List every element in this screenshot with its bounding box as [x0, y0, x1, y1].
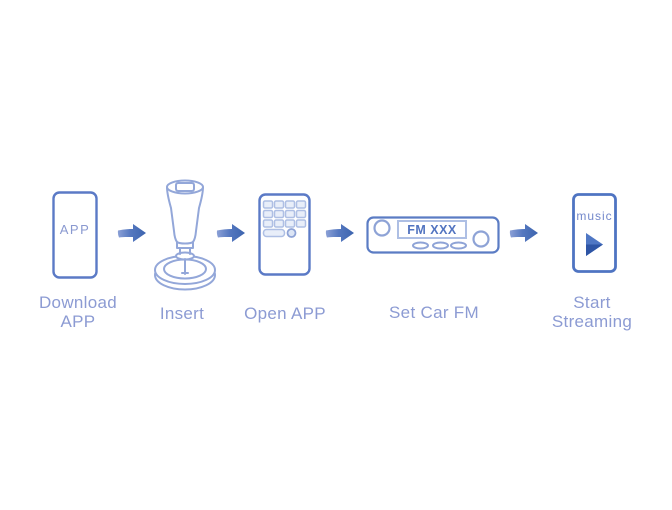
step-label-start-streaming: Start Streaming: [532, 293, 652, 331]
step-set-car-fm: FM XXX Set Car FM: [366, 216, 502, 331]
label-line-1: Open APP: [244, 304, 326, 323]
arrow-right-icon: [117, 222, 147, 244]
label-line-1: Download: [38, 293, 117, 312]
label-line-1: Set Car FM: [389, 303, 479, 322]
arrow-right-icon: [325, 222, 355, 244]
step-label-set-car-fm: Set Car FM: [366, 303, 502, 322]
phone-grid-icon: [258, 193, 311, 276]
phone-app-icon: APP: [52, 191, 98, 279]
car-charger-icon: [150, 175, 220, 297]
arrow-right-icon: [509, 222, 539, 244]
step-label-download-app: Download APP: [18, 293, 138, 331]
label-line-1: Insert: [159, 304, 205, 323]
label-line-2: APP: [60, 312, 96, 331]
step-open-app: Open APP: [225, 193, 345, 328]
phone-music-icon: music: [572, 193, 617, 273]
label-line-2: Streaming: [551, 312, 633, 331]
step-label-open-app: Open APP: [225, 304, 345, 323]
fm-display: FM XXX: [407, 222, 457, 237]
step-label-insert: Insert: [122, 304, 242, 323]
phone-screen-text: music: [576, 209, 613, 223]
phone-screen-text: APP: [59, 222, 91, 237]
step-download-app: APP Download APP: [18, 191, 138, 331]
step-insert: Insert: [122, 175, 242, 330]
step-start-streaming: music Start Streaming: [532, 193, 652, 333]
label-line-1: Start: [573, 293, 611, 312]
arrow-right-icon: [216, 222, 246, 244]
car-radio-icon: FM XXX: [366, 216, 500, 254]
